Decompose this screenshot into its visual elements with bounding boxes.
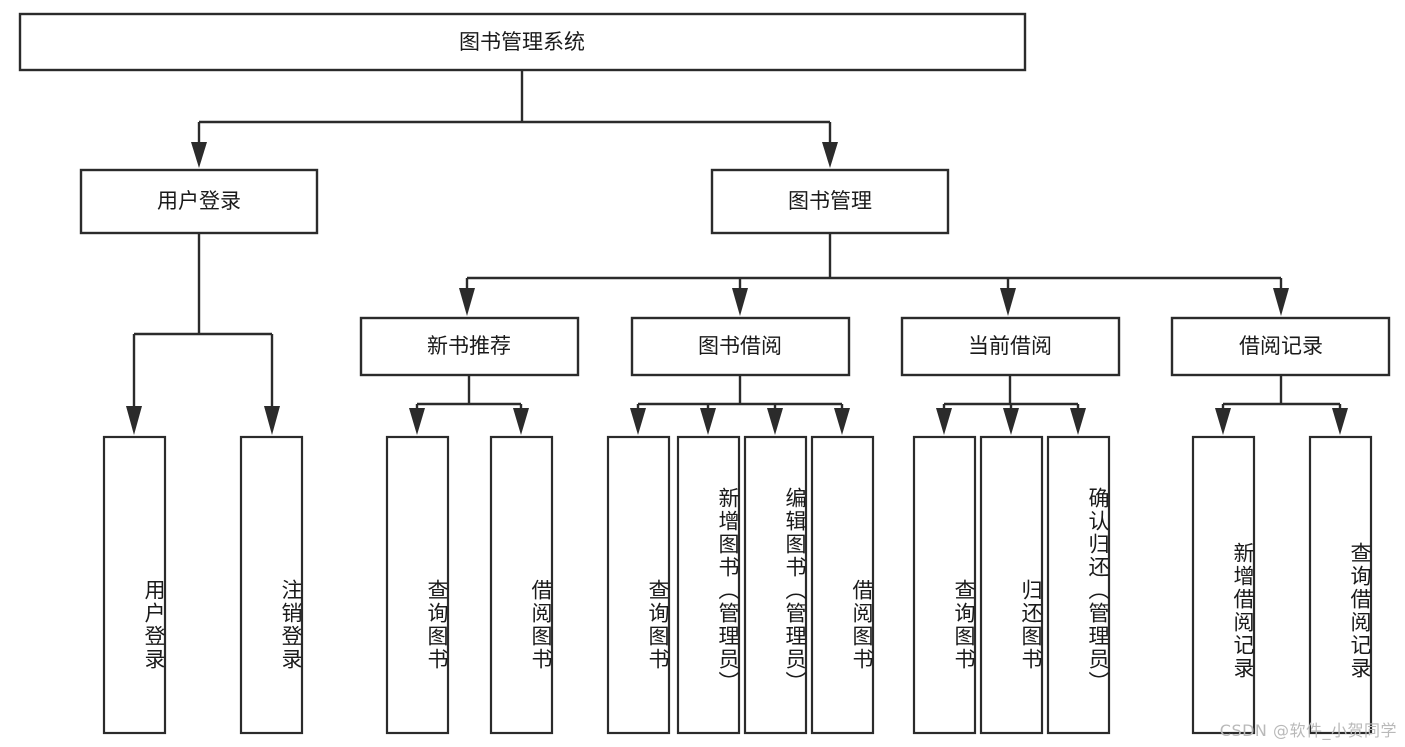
arrow-head-leaf-add-record (1215, 408, 1231, 435)
node-root-label: 图书管理系统 (459, 30, 585, 54)
arrow-head-borrow-record (1273, 288, 1289, 316)
node-current-borrow-label: 当前借阅 (968, 334, 1052, 358)
arrow-head-leaf-borrow-book-1 (513, 408, 529, 435)
node-current-borrow[interactable]: 当前借阅 (900, 316, 1121, 377)
arrow-head-leaf-return-book (1003, 408, 1019, 435)
node-new-book-recommend-label: 新书推荐 (427, 334, 511, 358)
arrow-head-new-book-recommend (459, 288, 475, 316)
node-leaf-edit-book-box[interactable] (743, 435, 808, 735)
node-leaf-query-book-3-box[interactable] (912, 435, 977, 735)
node-leaf-return-book-box[interactable] (979, 435, 1044, 735)
edge-group-new-book-recommend-to-leaves (409, 375, 529, 435)
node-leaf-user-logout-box[interactable] (239, 435, 304, 735)
node-leaf-query-book-2-box[interactable] (606, 435, 671, 735)
watermark-text: CSDN @软件_小贺同学 (1219, 721, 1397, 740)
arrow-head-book-manage (822, 142, 838, 168)
arrow-head-current-borrow (1000, 288, 1016, 316)
node-book-borrow-box[interactable] (630, 316, 851, 377)
node-new-book-recommend-box[interactable] (359, 316, 580, 377)
arrow-head-leaf-borrow-book-2 (834, 408, 850, 435)
node-leaf-query-record-box[interactable] (1308, 435, 1373, 735)
arrow-head-book-borrow (732, 288, 748, 316)
arrow-head-leaf-edit-book (767, 408, 783, 435)
node-root[interactable]: 图书管理系统 (18, 12, 1027, 72)
arrow-head-leaf-query-book-3 (936, 408, 952, 435)
edge-group-book-borrow-to-leaves (630, 375, 850, 435)
arrow-head-leaf-query-book-1 (409, 408, 425, 435)
node-borrow-record-box[interactable] (1170, 316, 1391, 377)
node-book-manage[interactable]: 图书管理 (710, 168, 950, 235)
node-book-borrow-label: 图书借阅 (698, 334, 782, 358)
arrow-head-leaf-confirm-return (1070, 408, 1086, 435)
node-book-manage-label: 图书管理 (788, 189, 872, 213)
node-leaf-add-record-box[interactable] (1191, 435, 1256, 735)
node-user-login-label: 用户登录 (157, 189, 241, 213)
node-book-manage-box[interactable] (710, 168, 950, 235)
arrow-head-user-login (191, 142, 207, 168)
edge-group-user-login-to-leaves (126, 233, 280, 435)
node-borrow-record-label: 借阅记录 (1239, 334, 1323, 358)
node-leaf-borrow-book-1-box[interactable] (489, 435, 554, 735)
edge-group-borrow-record-to-leaves (1215, 375, 1348, 435)
arrow-head-leaf-add-book (700, 408, 716, 435)
node-root-box[interactable] (18, 12, 1027, 72)
node-leaf-borrow-book-2-box[interactable] (810, 435, 875, 735)
node-user-login-box[interactable] (79, 168, 319, 235)
arrow-head-leaf-user-login (126, 406, 142, 435)
arrow-head-leaf-query-book-2 (630, 408, 646, 435)
node-user-login[interactable]: 用户登录 (79, 168, 319, 235)
arrow-head-leaf-user-logout (264, 406, 280, 435)
edge-group-current-borrow-to-leaves (936, 375, 1086, 435)
node-leaf-add-book-box[interactable] (676, 435, 741, 735)
node-book-borrow[interactable]: 图书借阅 (630, 316, 851, 377)
node-new-book-recommend[interactable]: 新书推荐 (359, 316, 580, 377)
edge-group-root-to-level2 (191, 70, 838, 168)
node-current-borrow-box[interactable] (900, 316, 1121, 377)
arrow-head-leaf-query-record (1332, 408, 1348, 435)
node-borrow-record[interactable]: 借阅记录 (1170, 316, 1391, 377)
node-leaf-query-book-1-box[interactable] (385, 435, 450, 735)
node-leaf-confirm-return-box[interactable] (1046, 435, 1111, 735)
node-leaf-user-login-box[interactable] (102, 435, 167, 735)
edge-group-book-manage-to-level3 (459, 233, 1289, 316)
